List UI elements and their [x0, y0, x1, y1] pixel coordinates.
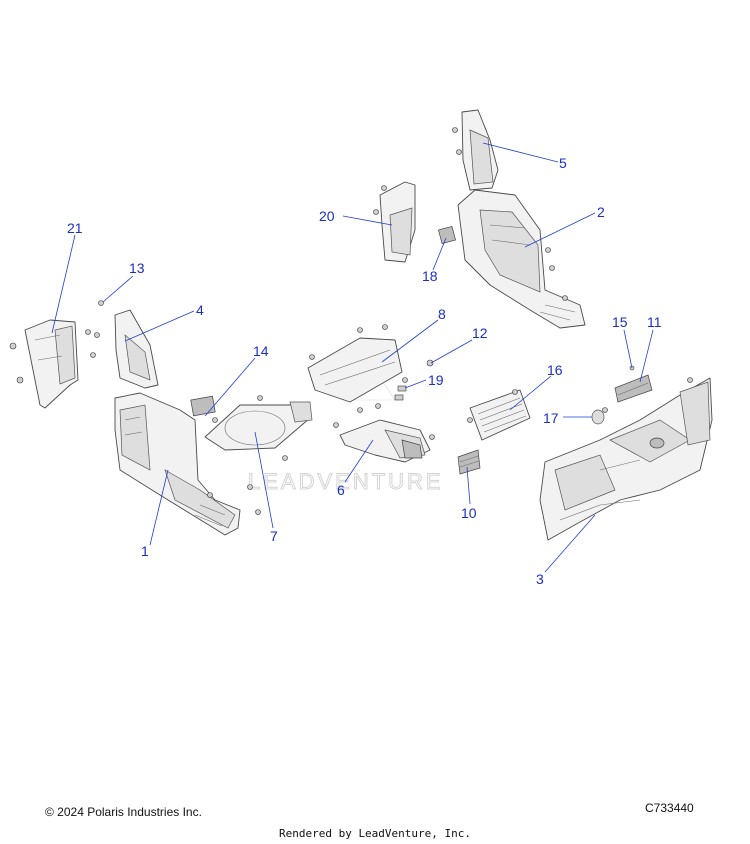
callout-12: 12: [472, 325, 488, 341]
fastener: [562, 295, 568, 301]
leader-10: [466, 466, 471, 505]
callout-6: 6: [337, 482, 345, 498]
watermark-text: LEADVENTURE: [248, 469, 444, 494]
callout-3: 3: [536, 571, 544, 587]
part-18-bracket: [437, 225, 457, 245]
part-3-rear-floor: [539, 377, 713, 541]
fastener: [373, 209, 379, 215]
callout-13: 13: [129, 260, 145, 276]
fastener: [687, 377, 693, 383]
leader-4: [124, 310, 195, 342]
fastener: [375, 403, 381, 409]
fastener: [282, 455, 288, 461]
fastener: [309, 354, 315, 360]
part-7-bracket-plate: [204, 395, 313, 461]
callout-4: 4: [196, 302, 204, 318]
leader-15: [623, 329, 633, 369]
leader-11: [639, 329, 654, 383]
fastener: [549, 265, 555, 271]
callout-7: 7: [270, 528, 278, 544]
part-16-vent-panel: [467, 389, 531, 441]
callout-1: 1: [141, 543, 149, 559]
leader-16: [509, 375, 552, 411]
callout-15: 15: [612, 314, 628, 330]
fastener: [512, 389, 518, 395]
callout-10: 10: [461, 505, 477, 521]
leader-20: [342, 215, 393, 226]
part-17-plug: [591, 409, 605, 425]
part-11-grille: [614, 374, 653, 403]
leader-5: [482, 142, 559, 163]
fastener: [545, 247, 551, 253]
part-2-side-panel: [457, 189, 586, 329]
leader-1: [149, 469, 169, 546]
fastener: [257, 395, 263, 401]
part-12-fastener: [426, 359, 434, 367]
callout-17: 17: [543, 410, 559, 426]
part-6-console-cover: [333, 403, 435, 463]
callout-14: 14: [253, 343, 269, 359]
part-8-floor-plate: [307, 324, 408, 403]
callout-8: 8: [438, 306, 446, 322]
fastener: [90, 352, 96, 358]
fastener: [382, 324, 388, 330]
callout-18: 18: [422, 268, 438, 284]
leader-14: [204, 357, 256, 417]
fastener: [456, 149, 462, 155]
part-20-upper-panel: [373, 181, 416, 263]
leader-3: [544, 514, 596, 573]
part-19-fastener-group: [394, 385, 407, 401]
fastener: [85, 329, 91, 335]
leader-6: [344, 439, 374, 483]
callout-5: 5: [559, 155, 567, 171]
fastener: [94, 332, 100, 338]
fastener: [602, 407, 608, 413]
callout-2: 2: [597, 204, 605, 220]
leader-21: [51, 234, 76, 334]
fastener: [9, 342, 17, 350]
watermark: LEADVENTURE: [248, 369, 444, 495]
leader-8: [381, 319, 439, 363]
fastener: [467, 417, 473, 423]
part-10-grille: [457, 449, 481, 475]
fastener: [452, 127, 458, 133]
part-4-panel: [90, 300, 159, 389]
part-5-upper-panel: [452, 109, 499, 191]
fastener: [402, 377, 408, 383]
fastener: [16, 376, 24, 384]
fastener: [212, 417, 218, 423]
fastener: [357, 407, 363, 413]
callout-19: 19: [428, 372, 444, 388]
fastener: [247, 484, 253, 490]
leader-lines: [51, 142, 654, 573]
part-21-side-panel: [9, 319, 91, 409]
callout-21: 21: [67, 220, 83, 236]
fastener: [255, 509, 261, 515]
rendered-by-text: Rendered by LeadVenture, Inc.: [278, 827, 472, 840]
leader-7: [254, 431, 274, 529]
fastener: [381, 185, 387, 191]
fastener: [207, 492, 213, 498]
fastener: [357, 327, 363, 333]
callout-16: 16: [547, 362, 563, 378]
leader-19: [404, 379, 427, 389]
leader-2: [524, 212, 596, 248]
callout-20: 20: [319, 208, 335, 224]
fastener: [333, 422, 339, 428]
copyright-text: © 2024 Polaris Industries Inc.: [45, 805, 202, 819]
callout-11: 11: [647, 314, 662, 330]
callout-numbers: 1 2 3 4 5 6 7 8 10 11 12 13 14 15 16 17 …: [67, 155, 662, 587]
fastener: [429, 434, 435, 440]
fastener: [98, 300, 104, 306]
leader-12: [430, 339, 473, 364]
leader-18: [432, 237, 447, 271]
leader-13: [102, 275, 134, 303]
diagram-id: C733440: [645, 801, 694, 815]
